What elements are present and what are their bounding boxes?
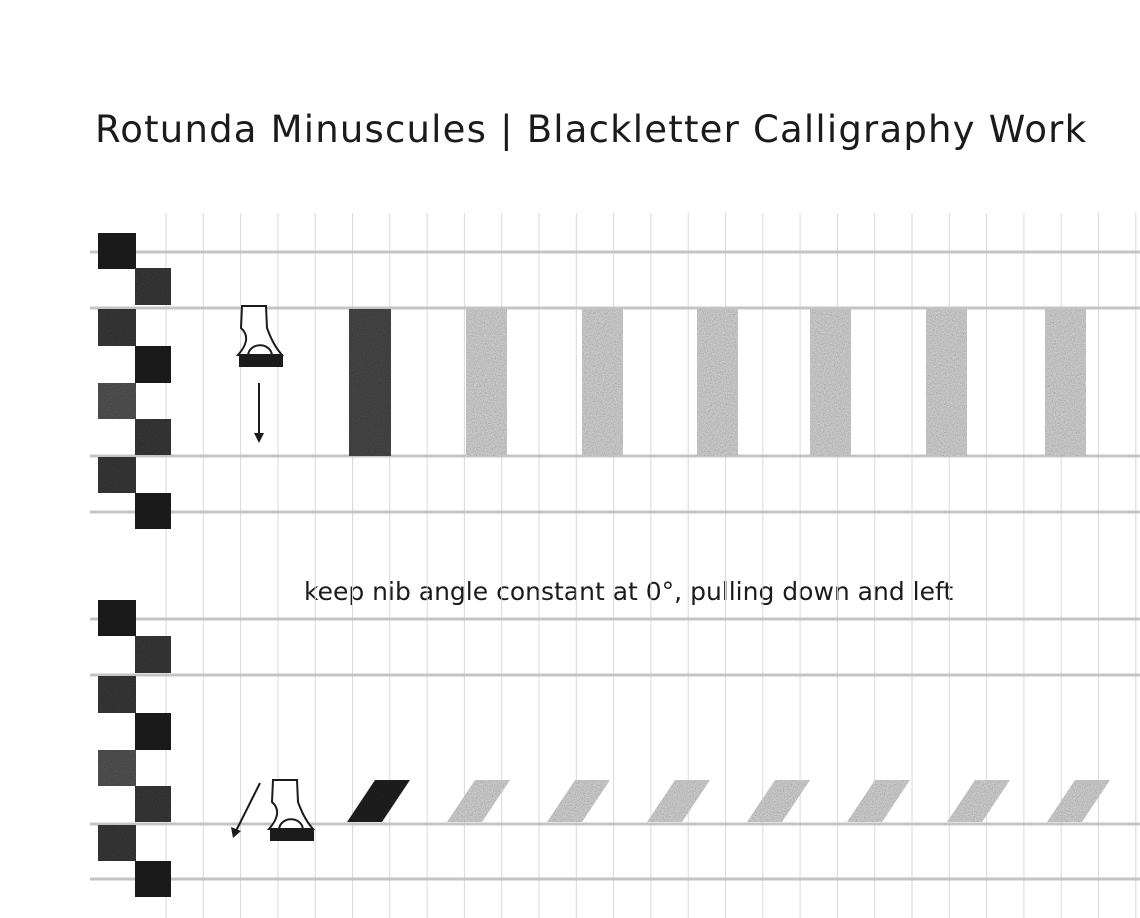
nib-pen-icon (266, 779, 316, 841)
example-stroke-diagonal (347, 780, 410, 822)
example-stroke-vertical (349, 309, 391, 456)
trace-stroke (466, 309, 507, 456)
trace-stroke (1047, 780, 1110, 822)
trace-stroke (810, 309, 851, 456)
vertical-grid-lines (165, 213, 1137, 918)
guide-lines-block-2 (90, 617, 1140, 881)
nib-width-ladder-2 (98, 600, 171, 897)
page-title: Rotunda Minuscules | Blackletter Calligr… (95, 108, 1088, 151)
trace-stroke (947, 780, 1010, 822)
trace-stroke (582, 309, 623, 456)
trace-stroke (447, 780, 510, 822)
nib-width-ladder-1 (98, 233, 171, 529)
trace-strokes-diagonal (447, 780, 1110, 822)
trace-stroke (926, 309, 967, 456)
trace-stroke (647, 780, 710, 822)
instruction-text: keep nib angle constant at 0°, pulling d… (304, 577, 954, 606)
arrow-down-icon (254, 383, 264, 443)
nib-pen-icon (235, 305, 285, 367)
trace-strokes-vertical (466, 309, 1086, 456)
trace-stroke (847, 780, 910, 822)
trace-stroke (697, 309, 738, 456)
trace-stroke (747, 780, 810, 822)
trace-stroke (1045, 309, 1086, 456)
trace-stroke (547, 780, 610, 822)
arrow-down-left-icon (231, 782, 261, 838)
